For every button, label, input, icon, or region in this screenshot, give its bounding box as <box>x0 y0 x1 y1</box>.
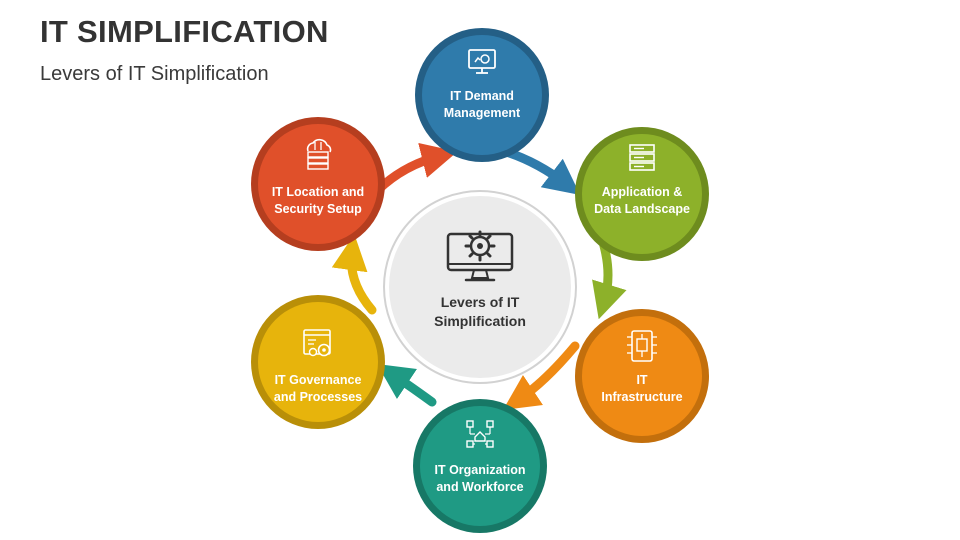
connector-arrow-3 <box>503 341 580 410</box>
lever-label-it-demand: IT Demand Management <box>443 89 521 120</box>
lever-circle-1 <box>415 28 549 162</box>
lever-circle-4 <box>413 399 547 533</box>
lever-circle-3 <box>575 309 709 443</box>
cloud-server-icon <box>306 138 332 170</box>
server-rack-icon <box>629 144 655 171</box>
connector-arrow-5 <box>331 234 377 315</box>
center-circle <box>389 196 571 378</box>
lever-label-it-infrastructure: IT Infrastructure <box>601 373 683 404</box>
org-chart-icon <box>466 420 494 448</box>
monitor-gear-icon <box>446 230 514 282</box>
lever-label-it-governance: IT Governance and Processes <box>273 373 363 404</box>
lever-label-it-location: IT Location and Security Setup <box>271 185 365 216</box>
center-label: Levers of IT Simplification <box>434 294 526 329</box>
lever-label-application-data: Application & Data Landscape <box>594 185 690 216</box>
lever-circle-5 <box>251 295 385 429</box>
connector-arrow-2 <box>592 241 627 320</box>
browser-gear-icon <box>303 329 331 357</box>
lever-label-it-organization: IT Organization and Workforce <box>434 463 526 494</box>
page-title: IT SIMPLIFICATION <box>40 14 329 49</box>
lever-circle-6 <box>251 117 385 251</box>
lever-circle-2 <box>575 127 709 261</box>
connector-arrow-4 <box>377 364 437 407</box>
circuit-chip-icon <box>627 330 657 362</box>
page-subtitle: Levers of IT Simplification <box>40 63 269 85</box>
monitor-chart-icon <box>468 49 496 74</box>
